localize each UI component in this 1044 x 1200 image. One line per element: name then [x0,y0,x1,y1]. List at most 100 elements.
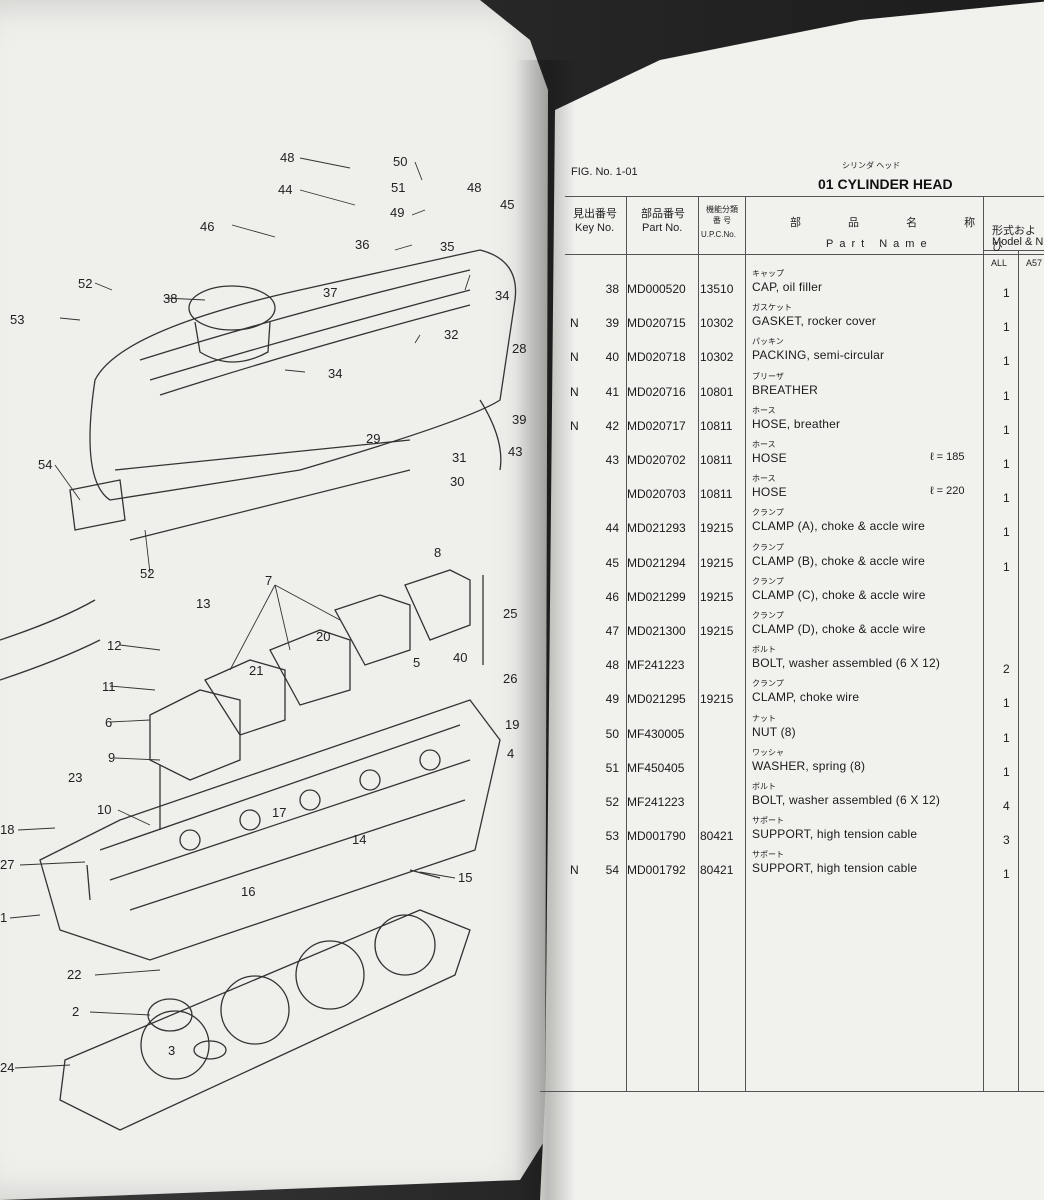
col-name-jp: 部 品 名 称 [790,217,998,229]
part-number: MD021295 [627,692,686,707]
quantity: 1 [1003,354,1010,369]
quantity: 1 [1003,491,1010,506]
part-number: MD021294 [627,555,686,570]
upc-number: 10302 [700,316,734,331]
key-number: 43 [605,453,619,467]
callout-34b: 34 [328,366,343,381]
part-name: NUT (8) [752,724,796,739]
col-divider-all [1018,250,1019,1091]
right-page [540,0,1044,1200]
quantity: 1 [1003,320,1010,335]
part-name: CLAMP (D), choke & accle wire [752,622,926,636]
col-part-jp: 部品番号 [641,208,685,220]
part-number: MD020718 [627,350,686,365]
callout-52b: 52 [140,566,155,581]
callout-38: 38 [163,291,178,306]
col-divider-name [983,196,984,1091]
callout-15: 15 [458,870,473,885]
key-number: 52 [605,795,619,809]
callout-48b: 48 [467,180,482,195]
callout-13: 13 [196,596,211,611]
part-name-kana: パッキン [752,337,784,347]
part-name: CAP, oil filler [752,280,823,294]
rocker-supports [149,689,241,781]
col-name-en: Part Name [826,238,933,250]
callout-1: 1 [0,910,8,925]
col-a57: A57 [1026,258,1043,268]
callout-17: 17 [272,805,287,820]
length-note: ℓ = 185 [930,451,965,463]
callout-50: 50 [393,154,408,169]
callout-7: 7 [265,573,273,588]
key-number: 51 [605,760,619,775]
quantity: 1 [1003,525,1010,540]
new-marker: N [570,350,579,365]
part-name-kana: サポート [752,850,784,860]
col-divider-upc [745,196,746,1091]
upc-number: 10302 [700,350,734,365]
new-marker: N [570,418,579,433]
table-header-rule [565,254,1044,255]
part-name-kana: サポート [752,816,784,826]
part-name-kana: ホース [752,405,776,415]
callout-48: 48 [280,150,295,165]
part-name-kana: クランプ [752,542,784,552]
upc-number: 80421 [700,863,734,878]
part-name-kana: キャップ [752,269,784,278]
part-number: MD020716 [627,384,686,399]
part-name-kana: ホース [752,474,776,484]
part-name: BREATHER [752,382,819,397]
key-number: 48 [605,658,619,673]
part-name-kana: クランプ [752,611,784,620]
breather-hose [479,399,502,471]
callout-44: 44 [278,182,293,197]
upc-number: 19215 [700,521,734,536]
part-name-kana: ナット [752,713,776,723]
callout-45: 45 [500,197,515,212]
callout-25: 25 [503,606,518,621]
callout-23: 23 [68,770,83,785]
cable-support [69,479,126,531]
intake-pipe [0,599,101,681]
part-name: GASKET, rocker cover [752,314,877,329]
new-marker: N [570,316,579,331]
key-number: 50 [605,726,619,741]
part-number: MD021293 [627,521,686,536]
key-number: 41 [605,384,619,399]
callout-27: 27 [0,857,15,872]
part-name: PACKING, semi-circular [752,348,885,363]
title-kana: シリンダ ヘッド [842,161,901,170]
part-name: CLAMP, choke wire [752,690,860,705]
col-model-jp: 形式および [992,225,1036,253]
part-name-kana: クランプ [752,508,784,518]
key-number: 53 [605,829,619,844]
quantity: 1 [1003,696,1010,711]
part-name-kana: クランプ [752,679,784,689]
quantity: 3 [1003,833,1010,848]
left-page [0,0,548,1200]
key-number: 39 [605,316,619,331]
callout-49: 49 [390,205,405,220]
part-number: MF241223 [627,658,685,673]
col-model-en: Model & N [992,236,1044,248]
callout-14: 14 [352,832,367,847]
part-number: MD001792 [627,863,686,878]
callout-11: 11 [102,679,116,694]
quantity: 1 [1003,457,1010,471]
callout-52: 52 [78,276,93,291]
upc-number: 13510 [700,282,734,296]
key-number: 45 [605,555,619,570]
quantity: 1 [1003,730,1010,745]
part-name-kana: ホース [752,440,776,449]
rocker-cover [89,249,517,501]
